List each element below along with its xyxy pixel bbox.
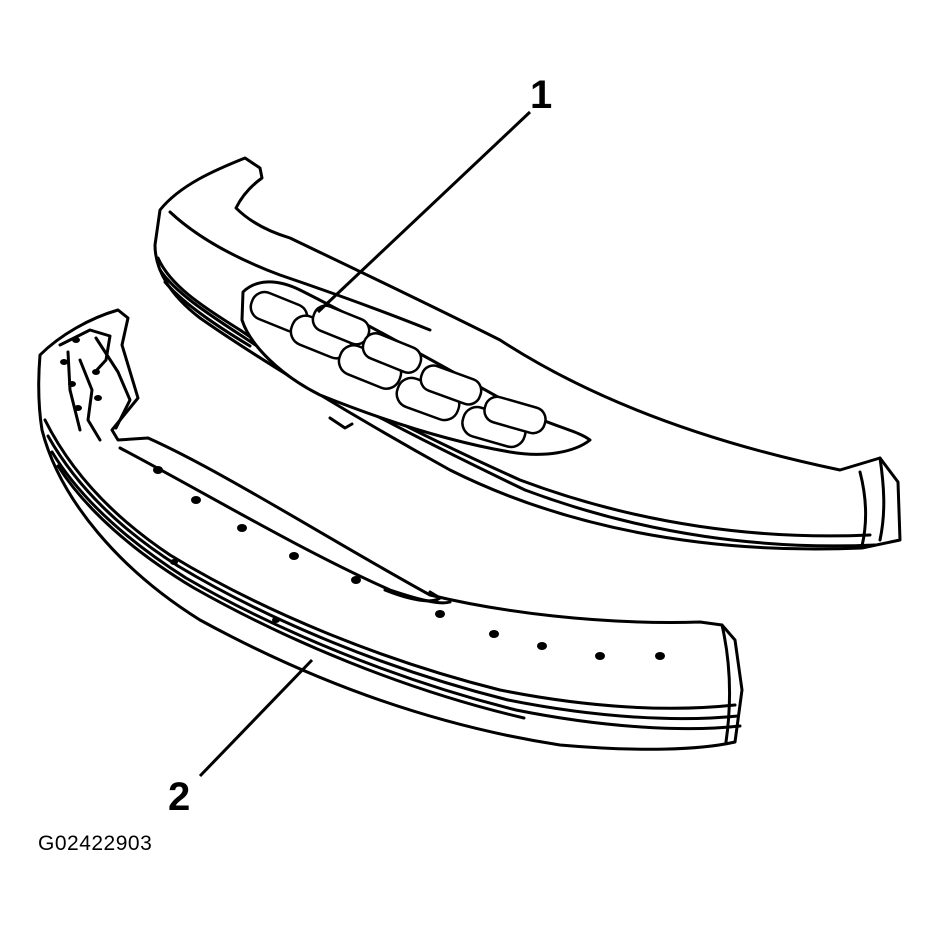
- grille-openings: [249, 290, 547, 449]
- leader-lines: [198, 110, 532, 778]
- callout-2: 2: [168, 775, 190, 819]
- upper-bumper-fascia: [153, 156, 902, 551]
- leader-line-2: [198, 658, 314, 778]
- leader-line-1: [316, 110, 532, 314]
- figure-code: G02422903: [38, 832, 153, 855]
- lower-bumper-bar: [37, 308, 744, 751]
- mounting-holes: [60, 337, 665, 660]
- callout-1: 1: [530, 73, 552, 117]
